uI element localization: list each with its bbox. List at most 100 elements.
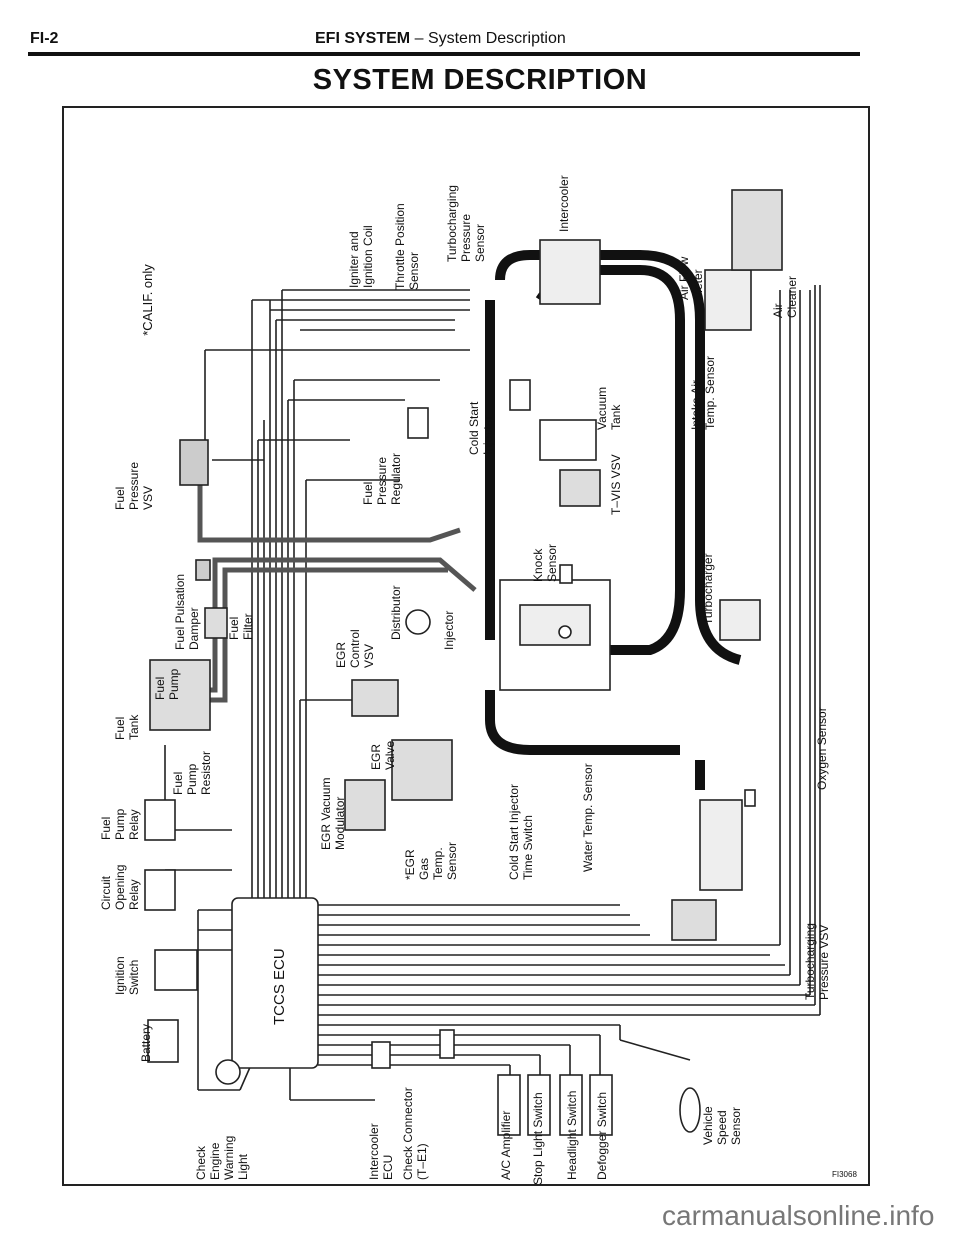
svg-text:Pressure: Pressure: [375, 457, 389, 505]
svg-text:Igniter and: Igniter and: [347, 231, 361, 288]
svg-text:Oxygen Sensor: Oxygen Sensor: [815, 707, 829, 790]
svg-text:Relay: Relay: [127, 809, 141, 840]
svg-text:EGR Vacuum: EGR Vacuum: [319, 778, 333, 850]
svg-text:Air: Air: [771, 303, 785, 318]
svg-text:Turbocharging: Turbocharging: [803, 923, 817, 1000]
ignition-switch-box: [154, 949, 198, 991]
svg-text:Switch: Switch: [127, 960, 141, 995]
svg-text:Turbocharger: Turbocharger: [701, 553, 715, 625]
label-air-cleaner: Air Cleaner: [771, 276, 799, 318]
svg-text:Throttle Position: Throttle Position: [393, 203, 407, 290]
svg-text:Stop Light Switch: Stop Light Switch: [531, 1092, 545, 1185]
label-check-connector: Check Connector (T–E1): [401, 1087, 429, 1180]
label-stop-light-switch: Stop Light Switch: [531, 1092, 545, 1185]
intercooler-box: [539, 239, 601, 305]
ac-amplifier-box: [497, 1074, 521, 1136]
piston-box: [519, 604, 591, 646]
fuel-pressure-vsv-box: [179, 439, 209, 486]
intercooler-ecu-box: [371, 1041, 391, 1069]
oxygen-sensor-box: [744, 789, 756, 807]
label-throttle-position-sensor: Throttle Position Sensor: [393, 203, 421, 290]
svg-text:Intercooler: Intercooler: [367, 1123, 381, 1180]
page-title: SYSTEM DESCRIPTION: [312, 64, 648, 96]
label-oxygen-sensor: Oxygen Sensor: [815, 707, 829, 790]
label-cold-start-injector: Cold Start Injector: [467, 401, 495, 455]
svg-text:Filter: Filter: [241, 613, 255, 640]
label-water-temp-sensor: Water Temp. Sensor: [581, 763, 595, 872]
watermark: carmanualsonline.info: [662, 1200, 935, 1231]
intake-pipes: [485, 250, 742, 790]
label-distributor: Distributor: [389, 585, 403, 640]
air-cleaner-box: [731, 189, 783, 271]
exhaust-pipe-box: [699, 799, 743, 891]
svg-text:Fuel: Fuel: [99, 817, 113, 840]
label-egr-valve: EGR Valve: [369, 741, 397, 770]
fuel-pulsation-damper-box: [195, 559, 211, 581]
svg-text:Pressure: Pressure: [459, 214, 473, 262]
label-fuel-pulsation-damper: Fuel Pulsation Damper: [173, 574, 201, 650]
label-check-engine-warning-light: Check Engine Warning Light: [194, 1136, 250, 1180]
svg-text:Check Connector: Check Connector: [401, 1087, 415, 1180]
svg-text:Sensor: Sensor: [407, 252, 421, 290]
label-ignition-switch: Ignition Switch: [113, 956, 141, 995]
check-engine-warning-light-icon: [215, 1059, 241, 1085]
air-flow-meter-box: [704, 269, 752, 331]
label-cold-start-injector-time-switch: Cold Start Injector Time Switch: [507, 784, 535, 880]
headlight-switch-box: [559, 1074, 583, 1136]
svg-text:Pump: Pump: [113, 808, 127, 840]
svg-text:Sensor: Sensor: [445, 842, 459, 880]
svg-text:Circuit: Circuit: [99, 875, 113, 910]
svg-text:Fuel: Fuel: [227, 617, 241, 640]
t-vis-vsv-box: [559, 469, 601, 507]
svg-text:Time Switch: Time Switch: [521, 815, 535, 880]
svg-text:Modulator: Modulator: [333, 797, 347, 850]
svg-text:Tank: Tank: [609, 404, 623, 430]
svg-text:Fuel: Fuel: [171, 772, 185, 795]
svg-text:Damper: Damper: [187, 607, 201, 650]
label-vacuum-tank: Vacuum Tank: [595, 387, 623, 430]
svg-text:Speed: Speed: [715, 1110, 729, 1145]
fuel-filter-box: [204, 607, 228, 639]
vehicle-speed-sensor-icon: [679, 1087, 701, 1133]
svg-text:ECU: ECU: [381, 1155, 395, 1180]
running-header-subsection: System Description: [427, 30, 566, 47]
label-tccs-ecu: TCCS ECU: [271, 948, 288, 1025]
vacuum-tank-box: [539, 419, 597, 461]
label-turbocharger: Turbocharger: [701, 553, 715, 625]
svg-text:Pump: Pump: [185, 763, 199, 795]
svg-text:Temp. Sensor: Temp. Sensor: [703, 356, 717, 430]
egr-valve-box: [391, 739, 453, 801]
tccs-ecu-box: [231, 897, 319, 1069]
label-injector: Injector: [442, 611, 456, 650]
fuel-lines: [170, 470, 477, 703]
label-ac-amplifier: A/C Amplifier: [499, 1111, 513, 1180]
label-fuel-pressure-regulator: Fuel Pressure Regulator: [361, 453, 403, 505]
label-fuel-tank: Fuel Tank: [113, 714, 141, 740]
label-knock-sensor: Knock Sensor: [531, 544, 559, 582]
svg-text:Vehicle: Vehicle: [701, 1106, 715, 1145]
svg-text:VSV: VSV: [141, 486, 155, 510]
battery-box: [147, 1019, 179, 1063]
fuel-tank-box: [149, 659, 211, 731]
distributor-icon: [405, 609, 431, 635]
svg-text:EGR: EGR: [334, 642, 348, 668]
label-circuit-opening-relay: Circuit Opening Relay: [99, 865, 141, 910]
svg-text:Light: Light: [236, 1153, 250, 1180]
piston-pin-icon: [558, 625, 572, 639]
svg-text:Pressure: Pressure: [127, 462, 141, 510]
svg-text:Intake Air: Intake Air: [689, 380, 703, 430]
egr-control-vsv-box: [351, 679, 399, 717]
svg-text:Cleaner: Cleaner: [785, 276, 799, 318]
svg-text:Battery: Battery: [139, 1024, 153, 1062]
components: [144, 189, 783, 1136]
circuit-opening-relay-box: [144, 869, 176, 911]
label-fuel-pump: Fuel Pump: [153, 668, 181, 700]
svg-text:Fuel: Fuel: [113, 717, 127, 740]
svg-text:Sensor: Sensor: [473, 224, 487, 262]
check-connector-box: [439, 1029, 455, 1059]
label-egr-vacuum-modulator: EGR Vacuum Modulator: [319, 778, 347, 850]
svg-text:Fuel Pulsation: Fuel Pulsation: [173, 574, 187, 650]
svg-text:Distributor: Distributor: [389, 585, 403, 640]
svg-text:Gas: Gas: [417, 858, 431, 880]
